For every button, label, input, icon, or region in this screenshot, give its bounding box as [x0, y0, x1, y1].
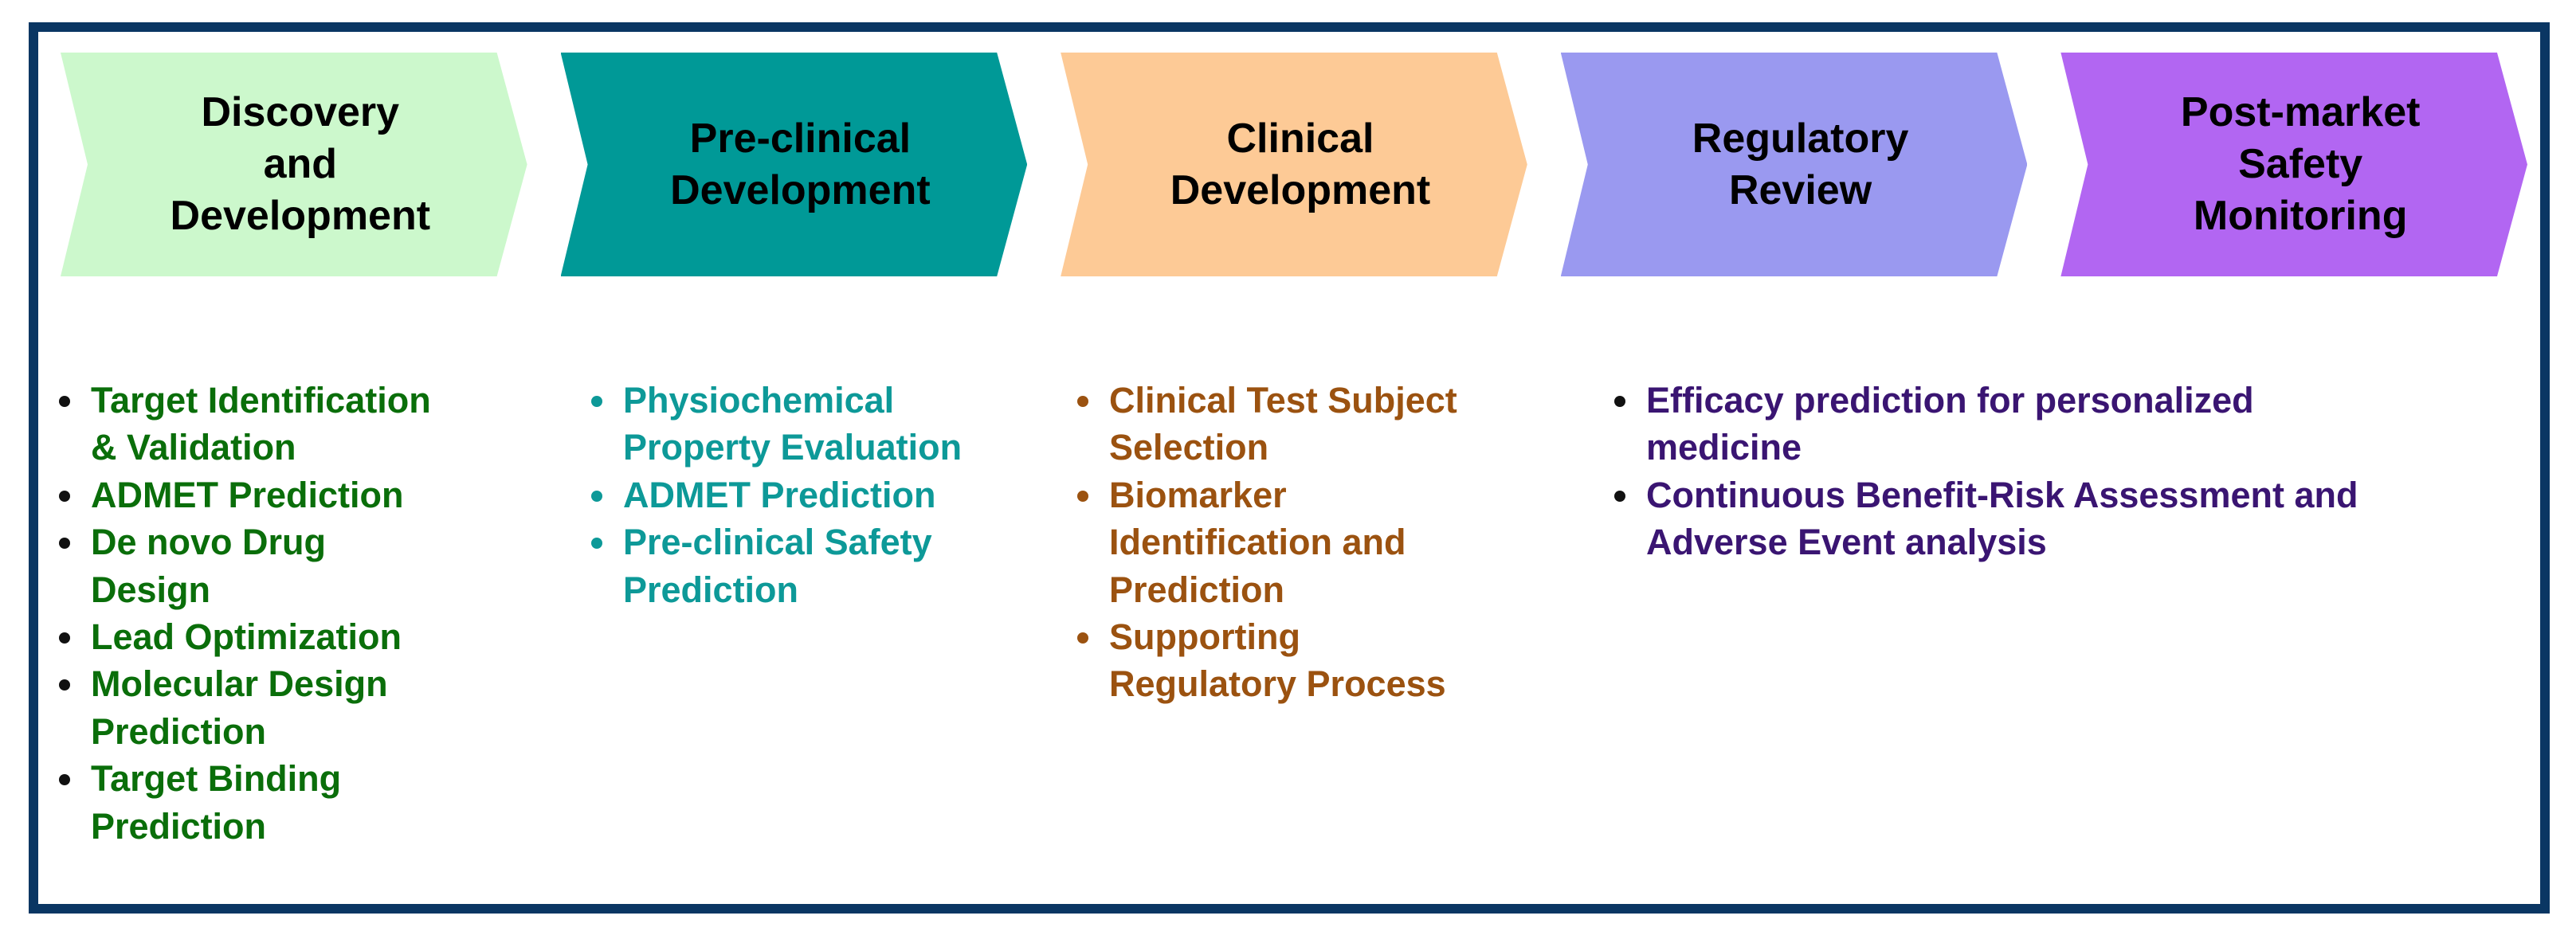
list-item: Target Identification & Validation	[57, 377, 583, 471]
list-item: Pre-clinical Safety Prediction	[590, 518, 1068, 613]
stage-detail-lists: Target Identification & Validation ADMET…	[38, 377, 2540, 904]
list-item: Efficacy prediction for personalized med…	[1613, 377, 2561, 471]
list-item: Target Binding Prediction	[57, 755, 583, 850]
stage-items-list-discovery-development: Target Identification & Validation ADMET…	[57, 377, 583, 850]
list-item: Molecular Design Prediction	[57, 660, 583, 755]
stage-chevron-clinical-development: Clinical Development	[1061, 53, 1527, 276]
stage-chevron-post-market-safety-monitoring: Post-market Safety Monitoring	[2060, 53, 2527, 276]
list-item: Clinical Test Subject Selection	[1076, 377, 1590, 471]
diagram-border-frame: Discovery and Development Pre-clinical D…	[29, 22, 2550, 914]
stage-items-list-pre-clinical-development: Physiochemical Property Evaluation ADMET…	[590, 377, 1068, 613]
list-item: ADMET Prediction	[590, 471, 1068, 518]
list-item: Lead Optimization	[57, 613, 583, 660]
stage-label-pre-clinical-development: Pre-clinical Development	[670, 115, 931, 213]
list-item: Biomarker Identification and Prediction	[1076, 471, 1590, 613]
pipeline-stages-row: Discovery and Development Pre-clinical D…	[61, 53, 2527, 276]
stage-items-list-post-approval: Efficacy prediction for personalized med…	[1613, 377, 2561, 566]
stage-chevron-regulatory-review: Regulatory Review	[1561, 53, 2028, 276]
stage-label-post-market-safety-monitoring: Post-market Safety Monitoring	[2180, 89, 2421, 239]
list-item: Physiochemical Property Evaluation	[590, 377, 1068, 471]
stage-chevron-pre-clinical-development: Pre-clinical Development	[561, 53, 1028, 276]
list-item: De novo Drug Design	[57, 518, 583, 613]
stage-chevron-discovery-development: Discovery and Development	[61, 53, 527, 276]
list-item: Supporting Regulatory Process	[1076, 613, 1590, 708]
stage-label-discovery-development: Discovery and Development	[170, 89, 431, 239]
stage-items-list-clinical-development: Clinical Test Subject Selection Biomarke…	[1076, 377, 1590, 708]
list-item: Continuous Benefit-Risk Assessment and A…	[1613, 471, 2561, 566]
stage-label-clinical-development: Clinical Development	[1170, 115, 1431, 213]
list-item: ADMET Prediction	[57, 471, 583, 518]
stage-label-regulatory-review: Regulatory Review	[1692, 115, 1909, 213]
